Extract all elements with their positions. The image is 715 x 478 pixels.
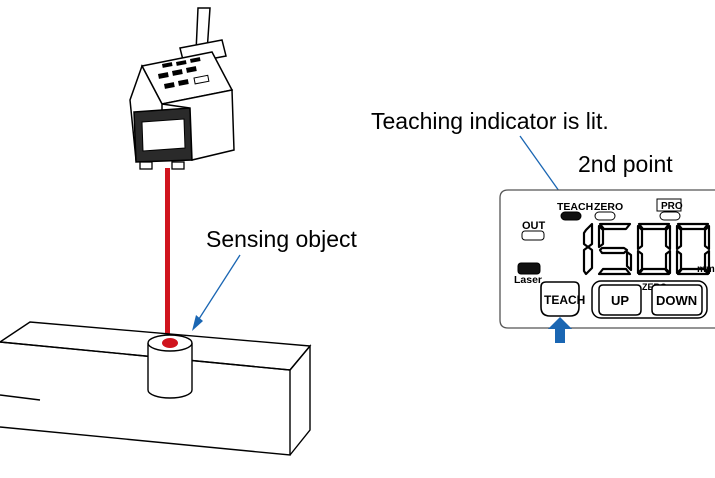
sensor-foot-left <box>139 161 153 170</box>
table-front-edge <box>0 341 291 456</box>
pro-indicator-lamp <box>659 211 681 221</box>
cylinder-body <box>147 343 193 399</box>
digit-0-b <box>675 222 711 276</box>
laser-beam <box>165 168 170 342</box>
laser-indicator-label: Laser <box>514 274 542 286</box>
down-button[interactable]: DOWN <box>651 284 703 316</box>
down-button-body[interactable] <box>651 284 703 316</box>
laser-indicator-lamp <box>517 262 541 275</box>
pro-indicator-box <box>656 198 682 212</box>
pro-indicator-label: PRO <box>661 201 683 212</box>
control-panel: TEACH ZERO PRO OUT Laser <box>0 0 715 343</box>
zero-indicator-label: ZERO <box>594 201 623 213</box>
teach-indicator-lamp <box>560 211 582 221</box>
sensor-side-face <box>161 89 235 161</box>
digit-5 <box>597 222 633 276</box>
press-arrow-icon <box>548 317 572 343</box>
table-front-line <box>0 394 41 401</box>
teaching-indicator-label: Teaching indicator is lit. <box>371 108 609 134</box>
teaching-indicator-leader <box>519 135 565 199</box>
laser-spot <box>162 338 178 348</box>
down-button-label: DOWN <box>656 293 697 308</box>
up-button[interactable]: UP <box>598 284 642 316</box>
second-point-label: 2nd point <box>578 151 673 177</box>
sensing-object-leader-arrow <box>192 315 203 331</box>
digit-0-a <box>636 222 672 276</box>
zero-indicator-lamp <box>594 211 616 221</box>
digit-1 <box>582 222 594 276</box>
teach-indicator-label: TEACH <box>557 201 593 213</box>
display-unit: mm <box>697 264 715 275</box>
display-digits: 1500 <box>0 0 711 276</box>
sensor-top-keys <box>158 57 210 89</box>
sensing-object-label: Sensing object <box>206 226 357 252</box>
sensor-lens-window <box>141 118 186 152</box>
out-indicator-lamp <box>521 230 545 241</box>
sensor-foot-right <box>171 161 185 170</box>
up-button-body[interactable] <box>598 284 642 316</box>
out-indicator-label: OUT <box>522 220 546 232</box>
sensing-object-leader <box>196 254 241 323</box>
table-right-face <box>289 344 311 456</box>
teach-button-label: TEACH <box>544 293 585 307</box>
teach-button[interactable]: TEACH <box>540 281 585 317</box>
teach-button-body[interactable] <box>540 281 580 317</box>
display-value-text: 1500 <box>0 0 3 1</box>
sensor-illustration: Sensing object <box>0 7 357 456</box>
up-button-label: UP <box>611 293 629 308</box>
